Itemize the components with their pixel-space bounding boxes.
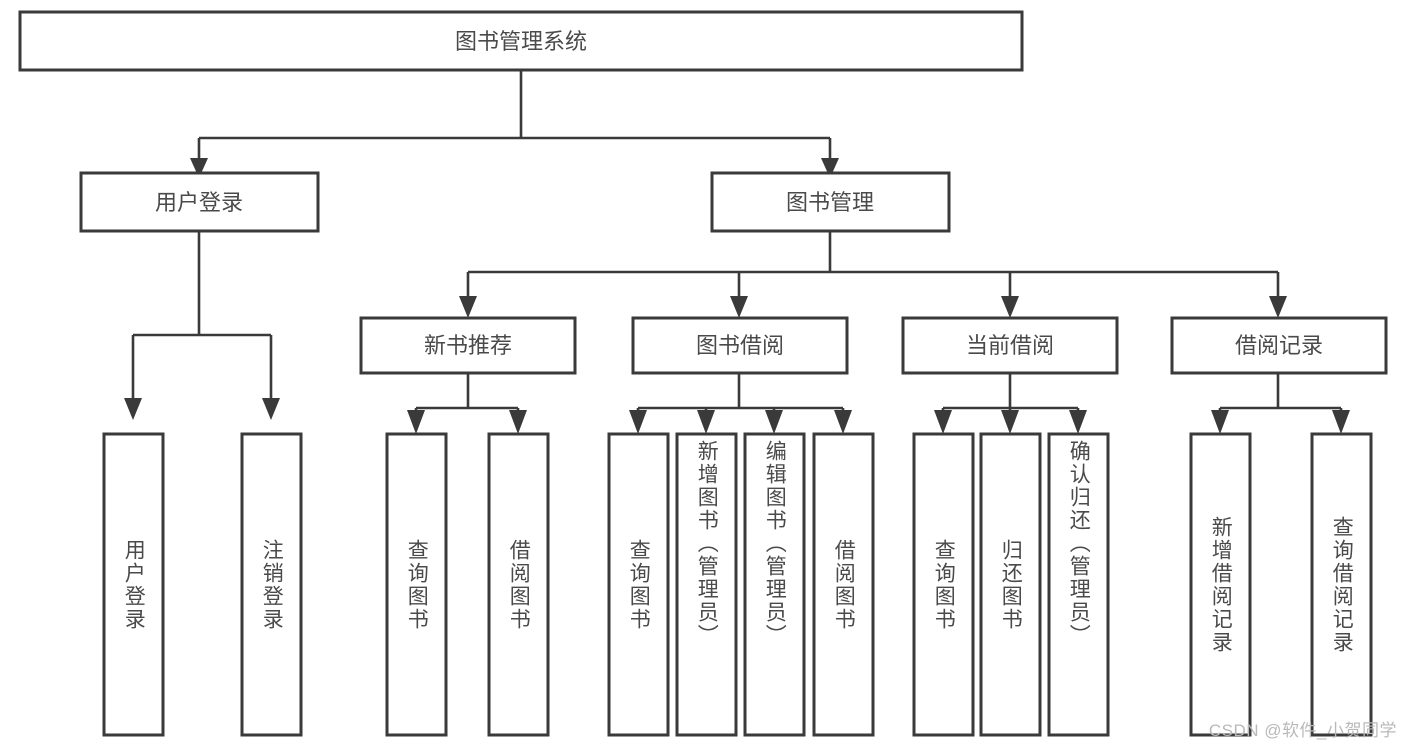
- leaf-user-login-box[interactable]: [102, 432, 165, 737]
- leaf-return-book-box[interactable]: [979, 432, 1042, 737]
- arrowhead-leaf-user-login: [124, 398, 142, 420]
- leaf-query-book-2[interactable]: 查询图书: [609, 434, 668, 735]
- arrowhead-new-book-recommend: [459, 296, 477, 318]
- leaf-logout-login-box[interactable]: [240, 432, 303, 737]
- leaf-add-record-box[interactable]: [1189, 432, 1252, 737]
- node-book-borrow-box[interactable]: [631, 316, 849, 375]
- leaf-add-book-box[interactable]: [675, 432, 738, 737]
- node-book-borrow-label: 图书借阅: [696, 333, 784, 358]
- arrowhead-leaf-query-book-2: [629, 410, 647, 434]
- leaf-query-book-3-label: 查询图书: [932, 538, 956, 631]
- node-user-login-label: 用户登录: [155, 190, 243, 215]
- arrowhead-book-management: [821, 158, 839, 178]
- leaf-user-login[interactable]: 用户登录: [104, 434, 163, 735]
- arrowhead-leaf-query-book-3: [934, 410, 952, 434]
- node-current-borrow-box[interactable]: [901, 316, 1119, 375]
- node-borrow-record-box[interactable]: [1170, 316, 1388, 375]
- leaf-confirm-return-label: 确认归还（管理员）: [1067, 440, 1091, 647]
- leaf-return-book[interactable]: 归还图书: [981, 434, 1040, 735]
- node-current-borrow-label: 当前借阅: [966, 333, 1054, 358]
- leaf-query-record[interactable]: 查询借阅记录: [1312, 434, 1371, 735]
- leaf-add-record[interactable]: 新增借阅记录: [1191, 434, 1250, 735]
- leaf-query-book-1[interactable]: 查询图书: [387, 434, 446, 735]
- arrowhead-leaf-logout-login: [262, 398, 280, 420]
- leaf-user-login-label: 用户登录: [122, 538, 146, 631]
- leaf-edit-book-box[interactable]: [743, 432, 806, 737]
- leaf-edit-book[interactable]: 编辑图书（管理员）: [745, 434, 804, 735]
- arrowhead-leaf-borrow-book-1: [509, 410, 527, 434]
- node-group-leaves: [102, 432, 1373, 737]
- leaf-confirm-return[interactable]: 确认归还（管理员）: [1049, 434, 1108, 735]
- arrowhead-book-borrow: [730, 296, 748, 318]
- leaf-borrow-book-2-box[interactable]: [812, 432, 875, 737]
- node-book-management-box[interactable]: [710, 171, 951, 233]
- arrowhead-leaf-edit-book: [765, 410, 783, 434]
- leaf-query-book-2-label: 查询图书: [627, 538, 651, 631]
- arrowhead-leaf-borrow-book-2: [834, 410, 852, 434]
- leaf-add-record-label: 新增借阅记录: [1209, 515, 1233, 654]
- node-book-management-label: 图书管理: [786, 190, 874, 215]
- node-root-label: 图书管理系统: [455, 29, 587, 54]
- leaf-query-book-3-box[interactable]: [912, 432, 975, 737]
- arrowhead-current-borrow: [1001, 296, 1019, 318]
- arrowhead-leaf-return-book: [1001, 410, 1019, 434]
- node-root-box[interactable]: [18, 10, 1024, 72]
- arrowhead-leaf-query-record: [1332, 410, 1350, 434]
- node-borrow-record-label: 借阅记录: [1235, 333, 1323, 358]
- arrowhead-borrow-record: [1269, 296, 1287, 318]
- leaf-query-book-3[interactable]: 查询图书: [914, 434, 973, 735]
- leaf-query-book-2-box[interactable]: [607, 432, 670, 737]
- leaf-add-book-label: 新增图书（管理员）: [695, 440, 719, 647]
- arrowhead-leaf-add-record: [1211, 410, 1229, 434]
- leaf-borrow-book-1[interactable]: 借阅图书: [489, 434, 548, 735]
- leaf-edit-book-label: 编辑图书（管理员）: [763, 440, 787, 647]
- leaf-add-book[interactable]: 新增图书（管理员）: [677, 434, 736, 735]
- arrowhead-leaf-add-book: [697, 410, 715, 434]
- leaf-query-book-1-box[interactable]: [385, 432, 448, 737]
- leaf-query-record-label: 查询借阅记录: [1330, 515, 1354, 654]
- node-user-login-box[interactable]: [79, 171, 320, 233]
- watermark-text: CSDN @软件_小贺同学: [1208, 721, 1397, 740]
- leaf-borrow-book-1-label: 借阅图书: [507, 538, 531, 631]
- leaf-return-book-label: 归还图书: [999, 538, 1023, 631]
- node-group-horizontal: 图书管理系统 用户登录 图书管理 新书推荐 图书借阅 当前借阅 借阅记录: [18, 10, 1388, 375]
- arrowhead-leaf-query-book-1: [407, 410, 425, 434]
- leaf-query-book-1-label: 查询图书: [405, 538, 429, 631]
- arrowhead-user-login: [190, 158, 208, 178]
- node-new-book-recommend-label: 新书推荐: [424, 333, 512, 358]
- leaf-borrow-book-1-box[interactable]: [487, 432, 550, 737]
- leaf-logout-login[interactable]: 注销登录: [242, 434, 301, 735]
- leaf-query-record-box[interactable]: [1310, 432, 1373, 737]
- node-new-book-recommend-box[interactable]: [359, 316, 577, 375]
- leaf-borrow-book-2-label: 借阅图书: [832, 538, 856, 631]
- connector-group: [124, 70, 1350, 434]
- leaf-confirm-return-box[interactable]: [1047, 432, 1110, 737]
- leaf-logout-login-label: 注销登录: [260, 538, 284, 631]
- arrowhead-leaf-confirm-return: [1069, 410, 1087, 434]
- leaf-borrow-book-2[interactable]: 借阅图书: [814, 434, 873, 735]
